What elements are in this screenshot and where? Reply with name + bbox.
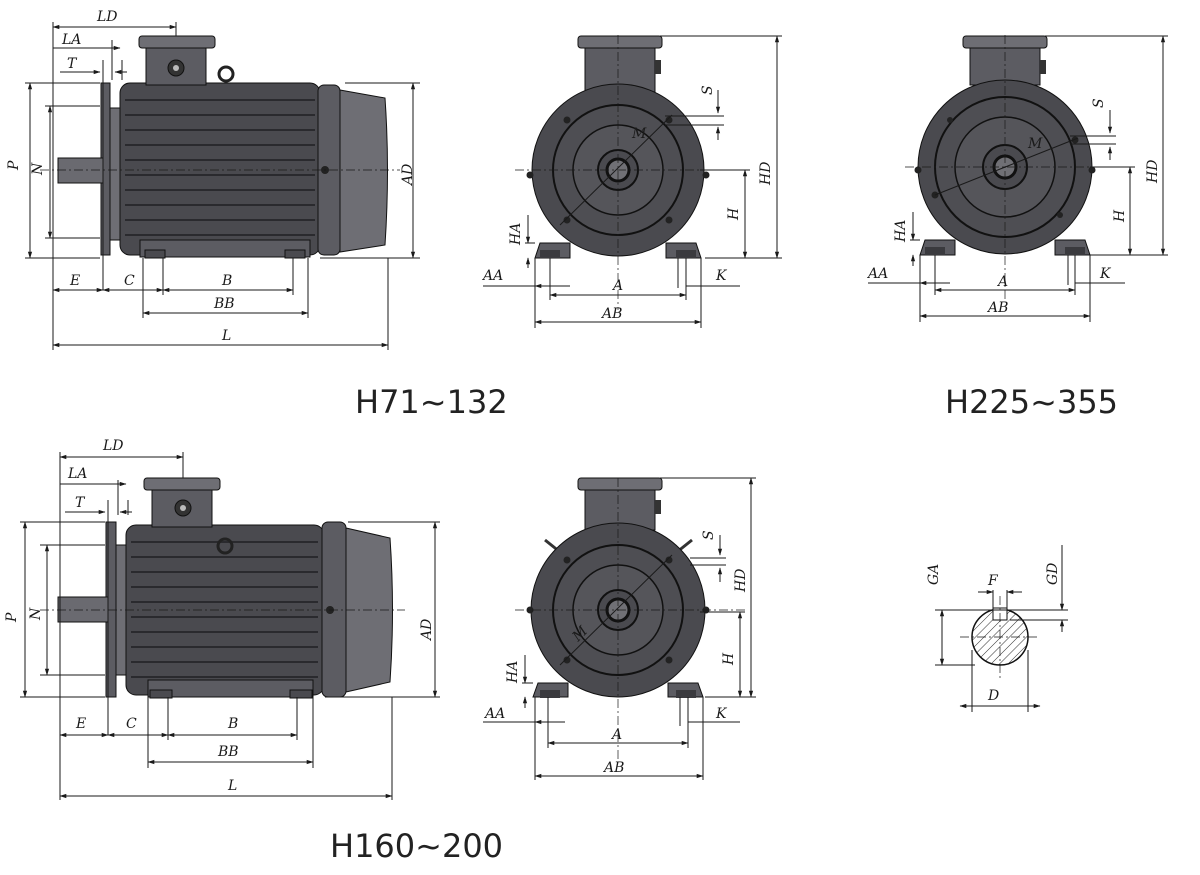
label-m: M <box>1027 136 1043 152</box>
label-k: K <box>715 268 728 284</box>
label-ab: AB <box>986 300 1008 316</box>
label-gd: GD <box>1045 563 1061 585</box>
label-hd: HD <box>758 162 774 186</box>
label-t: T <box>67 56 78 72</box>
label-l: L <box>227 778 237 794</box>
label-p: P <box>6 160 22 171</box>
label-m: M <box>631 126 647 142</box>
label-bb: BB <box>217 744 239 760</box>
label-aa: AA <box>481 268 503 284</box>
lifting-eye-icon <box>216 537 234 555</box>
caption-h160-200: H160~200 <box>330 827 503 865</box>
label-e: E <box>69 273 80 289</box>
front-view-medium-dimensions: S M HD H HA AA A K AB <box>483 477 756 780</box>
label-ad: AD <box>419 619 435 642</box>
shaft-cross-section: GA F GD D <box>926 545 1068 712</box>
front-view-small-dimensions: S M HD H HA AA A K AB <box>481 35 782 328</box>
caption-h71-132: H71~132 <box>355 383 508 421</box>
label-k: K <box>1099 266 1112 282</box>
label-ha: HA <box>508 223 524 246</box>
label-ad: AD <box>400 164 416 187</box>
label-e: E <box>75 716 86 732</box>
side-view-small-dimensions: LD LA T P N AD E C B BB L <box>6 9 420 350</box>
label-h: H <box>726 207 742 221</box>
label-b: B <box>221 273 232 289</box>
label-la: LA <box>67 466 87 482</box>
label-ga: GA <box>926 564 942 585</box>
label-ld: LD <box>102 438 124 454</box>
label-ha: HA <box>505 661 521 684</box>
label-b: B <box>227 716 238 732</box>
label-a: A <box>996 274 1008 290</box>
label-n: N <box>30 162 46 176</box>
side-view-small <box>57 35 388 259</box>
label-h: H <box>1112 209 1128 223</box>
lifting-eye-icon <box>217 65 235 83</box>
label-ab: AB <box>602 760 624 776</box>
label-c: C <box>124 273 135 289</box>
label-s: S <box>701 530 717 540</box>
caption-h225-355: H225~355 <box>945 383 1118 421</box>
label-hd: HD <box>733 569 749 593</box>
label-s: S <box>1091 98 1107 108</box>
side-view-medium-dimensions: LD LA T P N AD E C B BB L <box>4 438 440 800</box>
label-ab: AB <box>600 306 622 322</box>
cooling-fins-small <box>125 99 315 236</box>
label-a: A <box>610 727 622 743</box>
label-hd: HD <box>1145 160 1161 184</box>
label-p: P <box>4 612 20 623</box>
label-aa: AA <box>866 266 888 282</box>
label-bb: BB <box>213 296 235 312</box>
label-l: L <box>221 328 231 344</box>
label-a: A <box>611 278 623 294</box>
label-k: K <box>715 706 728 722</box>
label-aa: AA <box>483 706 505 722</box>
cooling-fins-medium <box>131 541 318 678</box>
side-view-medium <box>57 477 393 699</box>
label-t: T <box>75 495 86 511</box>
label-f: F <box>987 573 999 589</box>
label-h: H <box>721 652 737 666</box>
label-la: LA <box>61 32 81 48</box>
label-d: D <box>987 688 999 704</box>
front-view-large-dimensions: S M HD H HA AA A K AB <box>866 35 1168 322</box>
label-ld: LD <box>96 9 118 25</box>
label-s: S <box>700 85 716 95</box>
label-n: N <box>28 607 44 621</box>
label-ha: HA <box>893 220 909 243</box>
label-c: C <box>126 716 137 732</box>
